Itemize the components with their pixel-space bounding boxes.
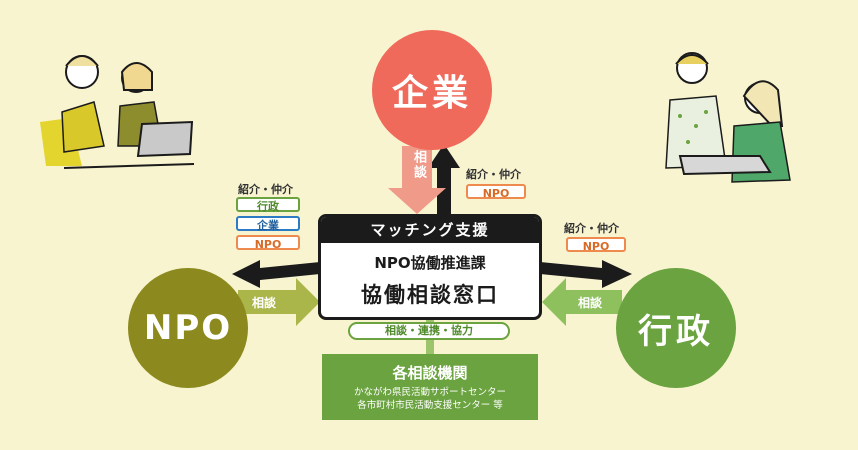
node-government: 行政	[616, 268, 736, 388]
node-company: 企業	[372, 30, 492, 150]
center-desk-name: 協働相談窓口	[361, 283, 499, 307]
center-consultation-box: マッチング支援 NPO協働推進課 協働相談窓口	[318, 214, 542, 320]
node-npo: NPO	[128, 268, 248, 388]
consult-label-npo: 相談	[252, 296, 277, 310]
center-dept-name: NPO協働推進課	[374, 254, 486, 272]
left-tag-company: 企業	[236, 216, 300, 232]
agencies-box: 各相談機関 かながわ県民活動サポートセンター 各市町村市民活動支援センター 等	[322, 354, 538, 420]
consult-arrow-company	[388, 146, 446, 214]
matching-support-header: マッチング支援	[321, 217, 539, 243]
consult-arrow-npo	[238, 278, 320, 326]
node-government-label: 行政	[638, 311, 714, 352]
arrow-to-npo	[232, 260, 320, 288]
left-tag-npo: NPO	[236, 235, 300, 251]
right-panel-heading: 紹介・仲介	[564, 222, 619, 235]
consult-label-gov: 相談	[578, 296, 603, 310]
arrow-to-gov	[540, 260, 632, 288]
arrow-to-company-head	[428, 144, 460, 168]
top-right-tag-npo: NPO	[466, 184, 526, 200]
agencies-line2: 各市町村市民活動支援センター 等	[357, 400, 503, 411]
right-tag-npo: NPO	[566, 237, 626, 253]
people-illustration-left	[40, 55, 194, 169]
consult-arrow-gov	[542, 278, 622, 326]
people-illustration-right	[665, 52, 791, 183]
node-company-label: 企業	[391, 73, 472, 114]
agencies-title: 各相談機関	[392, 364, 468, 382]
node-npo-label: NPO	[143, 308, 233, 348]
left-tag-gov: 行政	[236, 197, 300, 213]
consult-label-company: 相談	[411, 150, 426, 180]
agencies-line1: かながわ県民活動サポートセンター	[353, 387, 506, 398]
top-right-panel-heading: 紹介・仲介	[466, 168, 521, 181]
arrow-to-company-shaft	[437, 166, 451, 216]
collab-pill: 相談・連携・協力	[348, 322, 510, 340]
left-panel-heading: 紹介・仲介	[238, 183, 293, 196]
